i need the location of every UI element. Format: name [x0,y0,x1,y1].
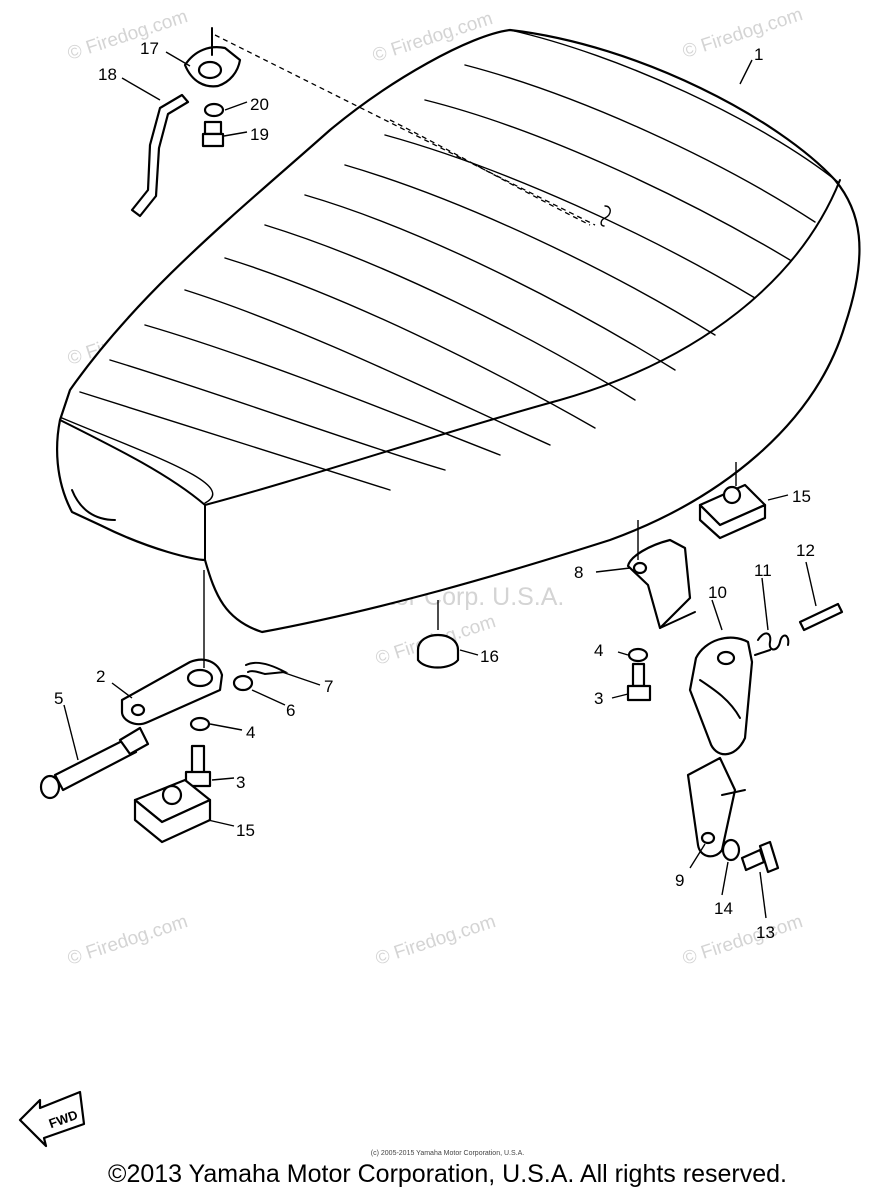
callout-5: 5 [54,689,63,708]
part-6-washer [232,674,254,692]
part-8-bracket [626,520,696,630]
part-20-washer [203,102,225,118]
fine-print-notice: (c) 2005-2015 Yamaha Motor Corporation, … [370,1150,525,1157]
callout-1: 1 [754,45,763,64]
callout-18: 18 [98,65,117,84]
part-19-bolt [201,120,225,148]
callout-7: 7 [324,677,333,696]
watermark-text: © Firedog.com [680,4,805,63]
callout-11: 11 [754,561,772,580]
callout-15: 15 [236,821,255,840]
watermark-text: © Firedog.com [373,911,498,970]
part-5-pin [39,726,150,800]
callout-2: 2 [96,667,105,686]
callout-17: 17 [140,39,159,58]
watermark-text: © Firedog.com [65,911,190,970]
callout-8: 8 [574,563,583,582]
callout-10: 10 [708,583,727,602]
callout-19: 19 [250,125,269,144]
fwd-arrow-icon: FWD [18,1090,86,1148]
callout-6: 6 [286,701,295,720]
callout-3: 3 [594,689,603,708]
callout-20: 20 [250,95,269,114]
part-17-catch [183,27,242,88]
part-15-damper-right [698,462,767,540]
part-7-clip [245,661,289,676]
part-12-pin [798,602,844,632]
callout-4: 4 [594,641,603,660]
part-13-bolt [740,840,780,874]
callout-13: 13 [756,923,775,942]
part-15-damper-left [133,778,212,844]
part-11-spring [754,632,790,656]
copyright-notice: ©2013 Yamaha Motor Corporation, U.S.A. A… [108,1160,787,1188]
callout-12: 12 [796,541,815,560]
part-10-lock [688,636,754,756]
part-18-rod [130,93,190,218]
callout-4: 4 [246,723,255,742]
callout-labels: 1 2 3 3 4 4 5 6 7 8 9 10 11 12 13 14 15 … [54,39,815,942]
part-4-washer-left [189,716,211,732]
callout-16: 16 [480,647,499,666]
part-3-bolt-right [626,662,652,702]
callout-9: 9 [675,871,684,890]
part-16-cushion [416,600,460,669]
part-2-bracket [120,570,224,726]
callout-3: 3 [236,773,245,792]
seat-assembly [56,28,861,634]
part-3-bolt-left [184,744,212,788]
callout-14: 14 [714,899,733,918]
part-4-washer-right [627,647,649,663]
part-14-washer [721,838,741,862]
leader-lines [63,51,817,919]
part-9-bracket [686,756,746,858]
callout-15: 15 [792,487,811,506]
watermark-text: © Firedog.com [680,911,805,970]
